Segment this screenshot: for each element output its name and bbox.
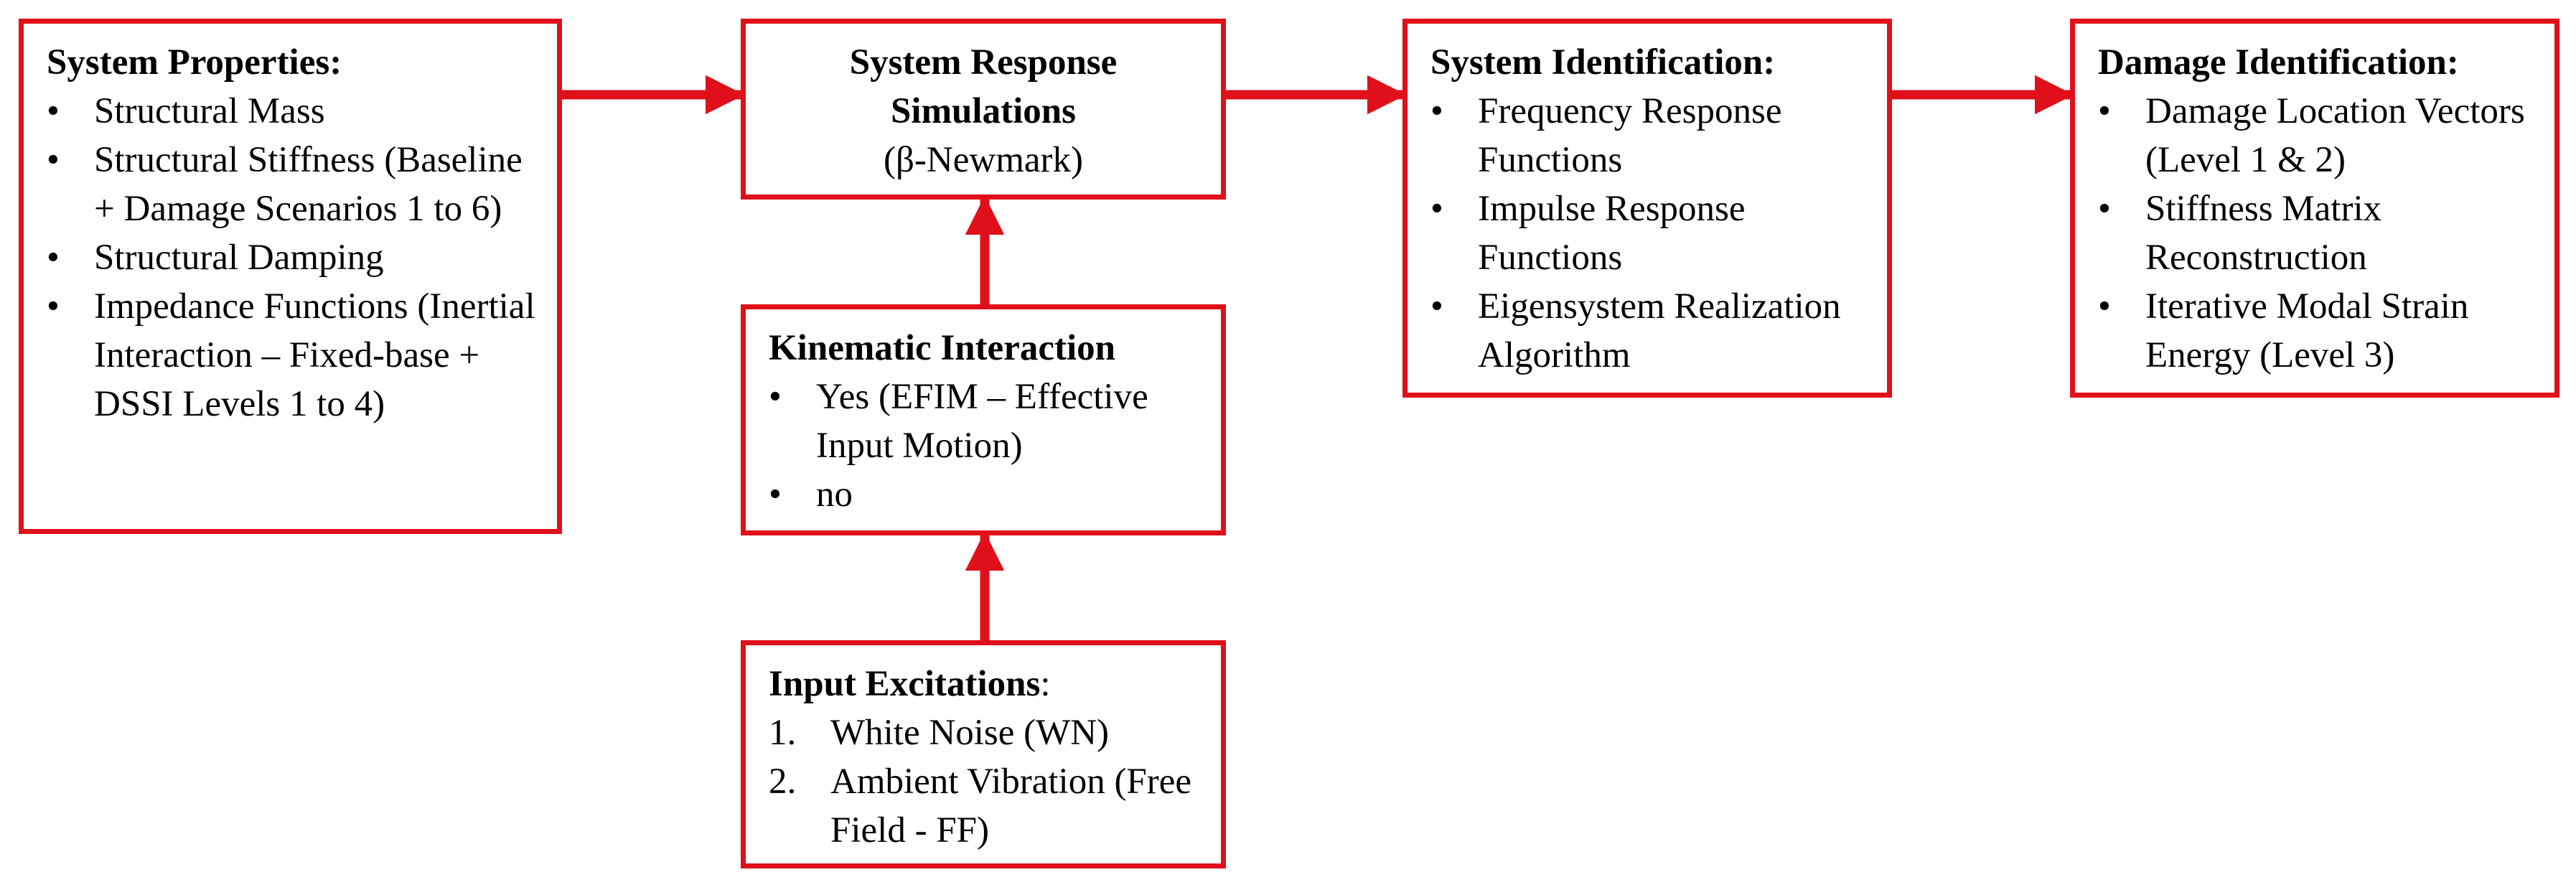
system-response-box: System Response Simulations (β-Newmark) — [741, 19, 1226, 200]
list-item: •Eigensystem Realization Algorithm — [1430, 286, 1841, 375]
list-item: •Impulse Response Functions — [1430, 189, 1746, 278]
list-item: •Stiffness Matrix Reconstruction — [2098, 189, 2382, 278]
input-excitations-box: Input Excitations: 1.White Noise (WN) 2.… — [741, 640, 1226, 868]
input-excitations-list: 1.White Noise (WN) 2.Ambient Vibration (… — [769, 708, 1199, 855]
list-item: •Frequency Response Functions — [1430, 91, 1782, 180]
system-properties-title: System Properties: — [47, 42, 342, 83]
system-identification-box: System Identification: •Frequency Respon… — [1402, 19, 1892, 398]
list-item: 2.Ambient Vibration (Free Field - FF) — [769, 762, 1192, 851]
damage-identification-list: •Damage Location Vectors (Level 1 & 2) •… — [2098, 87, 2533, 380]
input-excitations-title: Input Excitations: — [769, 664, 1051, 704]
kinematic-interaction-list: •Yes (EFIM – Effective Input Motion) •no — [769, 373, 1199, 519]
system-identification-list: •Frequency Response Functions •Impulse R… — [1430, 87, 1865, 380]
list-item: •no — [769, 474, 853, 515]
list-item: •Impedance Functions (Inertial Interacti… — [47, 286, 535, 424]
damage-identification-title: Damage Identification: — [2098, 42, 2459, 83]
kinematic-interaction-title: Kinematic Interaction — [769, 328, 1115, 368]
kinematic-interaction-box: Kinematic Interaction •Yes (EFIM – Effec… — [741, 304, 1226, 535]
system-properties-list: •Structural Mass •Structural Stiffness (… — [47, 87, 535, 428]
system-response-subtitle: (β-Newmark) — [884, 140, 1083, 180]
system-identification-title: System Identification: — [1430, 42, 1776, 83]
list-item: •Yes (EFIM – Effective Input Motion) — [769, 377, 1148, 466]
list-item: 1.White Noise (WN) — [769, 713, 1110, 753]
list-item: •Structural Stiffness (Baseline + Damage… — [47, 140, 523, 229]
list-item: •Structural Damping — [47, 238, 384, 278]
system-response-title: System Response Simulations — [849, 42, 1118, 131]
list-item: •Iterative Modal Strain Energy (Level 3) — [2098, 286, 2469, 375]
damage-identification-box: Damage Identification: •Damage Location … — [2070, 19, 2559, 398]
list-item: •Structural Mass — [47, 91, 325, 131]
system-properties-box: System Properties: •Structural Mass •Str… — [19, 19, 562, 534]
list-item: •Damage Location Vectors (Level 1 & 2) — [2098, 91, 2525, 180]
